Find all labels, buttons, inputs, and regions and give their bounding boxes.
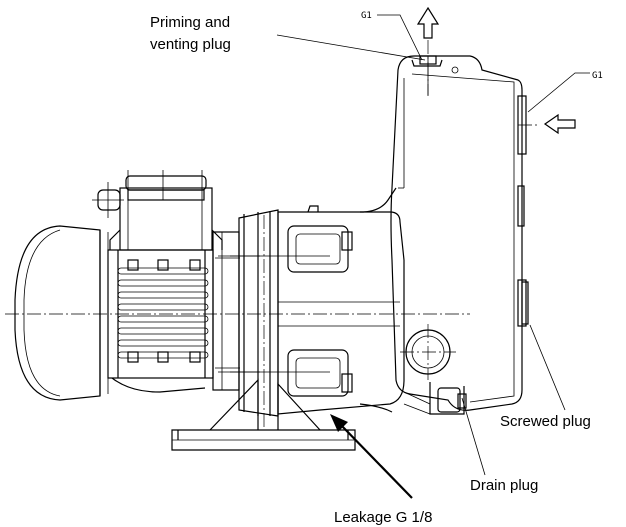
- g1-right-leader-line: [527, 72, 590, 113]
- priming-leader-line: [276, 34, 426, 61]
- terminal-box: [92, 170, 223, 251]
- g1-top-label: G1: [361, 11, 372, 21]
- drain-plug-label: Drain plug: [470, 477, 538, 494]
- leakage-arrow: [330, 414, 413, 499]
- priming-label-line2: venting plug: [150, 36, 231, 53]
- g1-top-leader-line: [377, 14, 423, 61]
- motor-fan-cover: [14, 225, 109, 401]
- g1-right-label: G1: [592, 71, 603, 81]
- pump-bracket: [218, 209, 279, 430]
- pump-casing: [390, 55, 529, 415]
- screwed-plug-leader-line: [529, 324, 566, 411]
- outlet-arrow: [416, 6, 440, 39]
- leakage-label: Leakage G 1/8: [334, 509, 432, 526]
- screwed-plug-label: Screwed plug: [500, 413, 591, 430]
- motor-body: [107, 249, 214, 393]
- motor-flange: [212, 231, 240, 391]
- pump-base: [171, 378, 356, 451]
- inlet-arrow: [543, 113, 576, 135]
- pump-housing: [230, 187, 405, 415]
- priming-label-line1: Priming and: [150, 14, 230, 31]
